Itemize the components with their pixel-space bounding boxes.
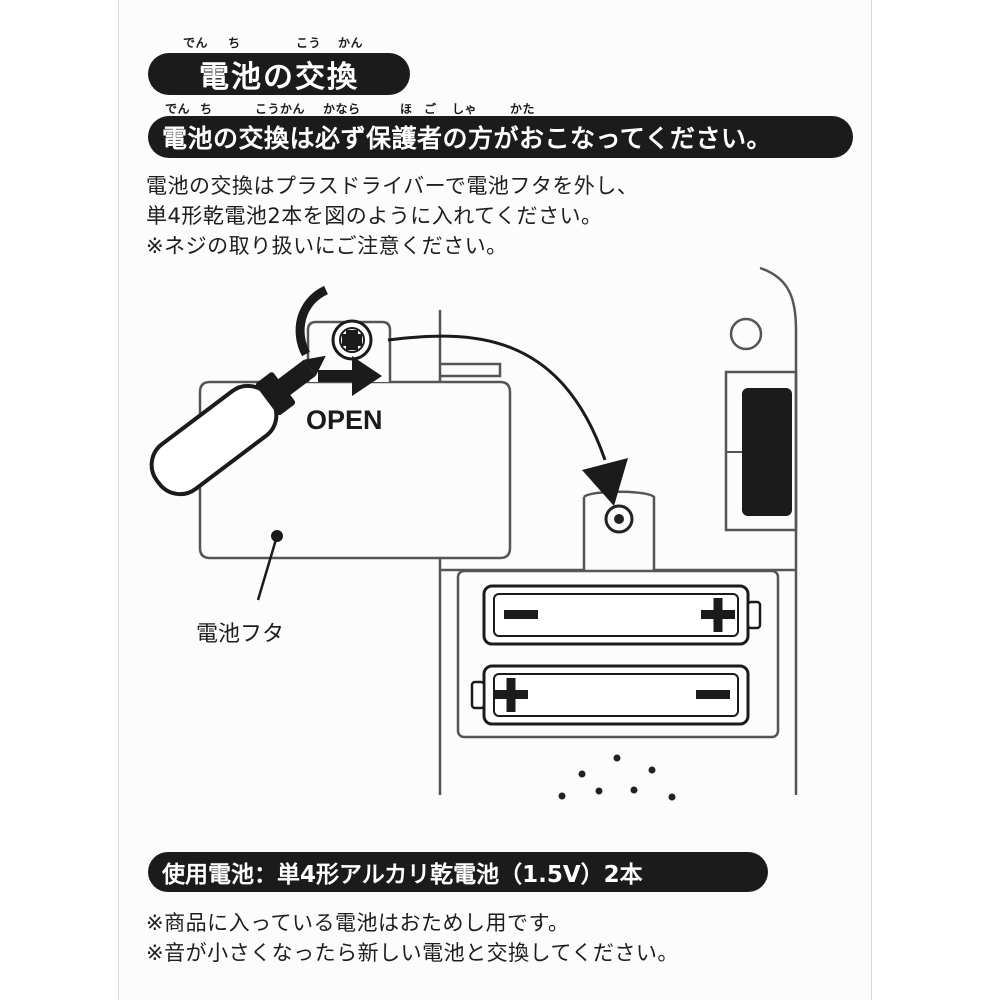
speaker-holes-icon: [558, 754, 676, 801]
side-switch: [724, 317, 798, 532]
warning-ruby-kanara: かなら: [323, 102, 361, 116]
warning-ruby-ho: ほ: [400, 102, 413, 116]
warning-banner: 電池の交換は必ず保護者の方がおこなってください。: [148, 116, 853, 158]
screw-hole-icon: [604, 504, 634, 534]
move-cover-arrowhead-icon: [582, 458, 628, 506]
note-line-2: ※音が小さくなったら新しい電池と交換してください。: [146, 941, 679, 965]
warning-ruby-go: ご: [424, 102, 437, 116]
warning-ruby-kata: かた: [510, 102, 536, 116]
cover-pointer-line: [256, 535, 279, 601]
title-ruby-kou: こう: [296, 36, 322, 50]
title-ruby-kan: かん: [338, 36, 364, 50]
battery-compartment: [456, 569, 780, 739]
section-title: 電池の交換: [148, 53, 410, 95]
instruction-line-1: 電池の交換はプラスドライバーで電池フタを外し、: [146, 174, 639, 198]
warning-ruby-sha: しゃ: [452, 102, 478, 116]
screw-icon: [331, 319, 373, 361]
title-ruby-den: でん: [183, 36, 209, 50]
warning-ruby-den: でん: [165, 102, 191, 116]
rotation-arrow-icon: [295, 285, 329, 357]
open-arrow-icon: [318, 356, 382, 396]
switch-knob-icon: [742, 388, 792, 516]
title-ruby-chi: ち: [228, 36, 241, 50]
warning-ruby-chi: ち: [200, 102, 213, 116]
battery-bottom-icon: [470, 664, 750, 726]
battery-cover-label: 電池フタ: [196, 622, 285, 647]
instruction-line-3: ※ネジの取り扱いにご注意ください。: [146, 234, 508, 258]
instruction-line-2: 単4形乾電池2本を図のように入れてください。: [146, 204, 603, 228]
warning-ruby-koukan: こうかん: [255, 102, 306, 116]
battery-cover: [198, 320, 512, 560]
battery-spec-banner: 使用電池：単4形アルカリ乾電池（1.5V）2本: [148, 852, 768, 892]
open-label: OPEN: [306, 405, 383, 435]
battery-top-icon: [482, 584, 762, 646]
move-cover-arrow: [387, 334, 607, 461]
screwdriver-icon: [149, 355, 326, 497]
note-line-1: ※商品に入っている電池はおためし用です。: [146, 911, 570, 935]
